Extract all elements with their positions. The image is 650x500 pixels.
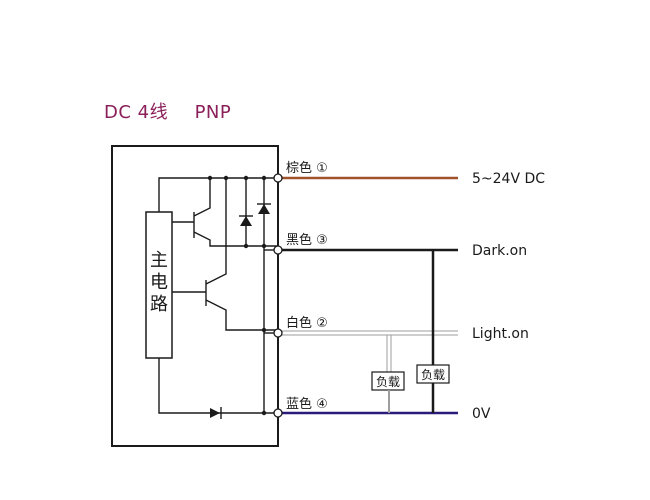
junction-dots <box>207 175 267 416</box>
terminal-black <box>273 245 283 255</box>
wire-label-black: 黑色 ③ <box>286 232 328 248</box>
terminal-label-dark-on: Dark.on <box>472 243 527 259</box>
internal-wiring <box>158 177 278 414</box>
wire-white <box>278 330 458 336</box>
main-circuit-char-2: 电 <box>150 272 168 293</box>
reverse-diode <box>210 407 222 419</box>
main-circuit-char-1: 主 <box>150 250 168 271</box>
terminal-label-light-on: Light.on <box>472 326 529 342</box>
protection-diode-1 <box>239 215 253 226</box>
wire-label-white: 白色 ② <box>286 315 328 331</box>
diagram-title: DC 4线 PNP <box>104 98 231 124</box>
wire-label-blue: 蓝色 ④ <box>286 396 328 412</box>
title-right: PNP <box>194 102 232 123</box>
main-circuit-block <box>145 211 173 359</box>
main-circuit-char-3: 路 <box>150 294 168 315</box>
terminals <box>273 173 283 418</box>
terminal-brown <box>273 173 283 183</box>
wire-label-brown: 棕色 ① <box>286 160 328 176</box>
load-1: 负载 <box>371 335 405 413</box>
terminal-white <box>273 328 283 338</box>
load-1-label: 负载 <box>376 375 400 389</box>
load-2: 负载 <box>416 250 450 413</box>
title-left: DC 4线 <box>104 102 169 123</box>
terminal-label-supply: 5~24V DC <box>472 171 545 187</box>
terminal-blue <box>273 408 283 418</box>
sensor-housing <box>111 145 279 447</box>
terminal-label-0v: 0V <box>472 406 491 422</box>
load-2-label: 负载 <box>421 368 445 382</box>
protection-diode-2 <box>257 203 271 214</box>
